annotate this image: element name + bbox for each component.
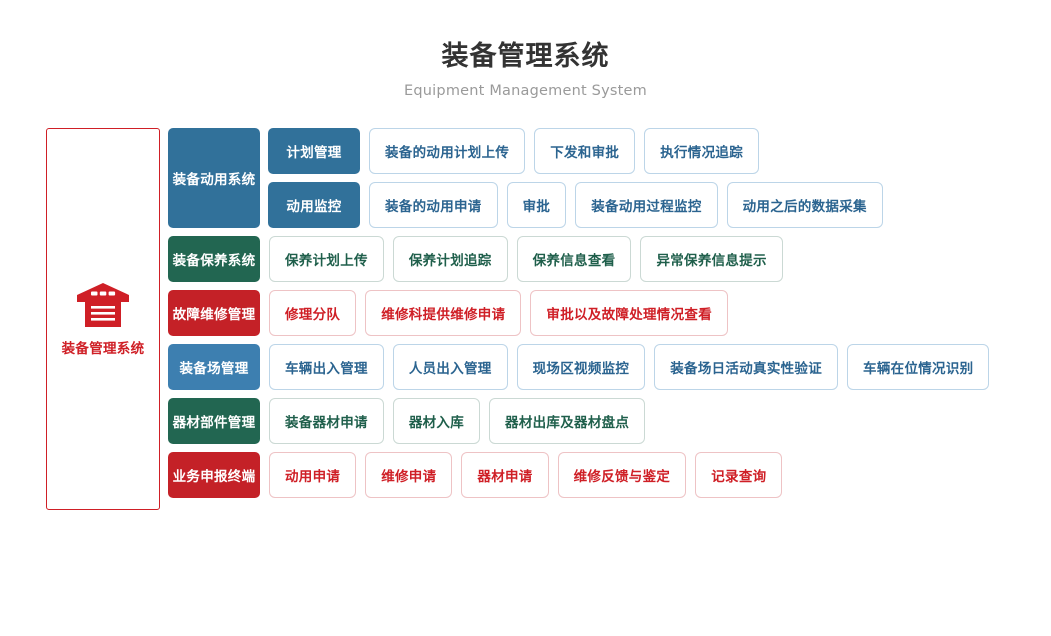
category-rows: 装备动用系统 计划管理 装备的动用计划上传 下发和审批 执行情况追踪 动用监控 … <box>168 128 1048 506</box>
item-button[interactable]: 器材入库 <box>392 398 481 444</box>
item-button[interactable]: 器材申请 <box>461 452 549 498</box>
item-button[interactable]: 保养计划上传 <box>269 236 384 282</box>
subcategory-label-dispatch-monitoring[interactable]: 动用监控 <box>268 182 360 228</box>
warehouse-icon <box>76 282 130 328</box>
item-button[interactable]: 异常保养信息提示 <box>640 236 783 282</box>
item-button[interactable]: 装备场日活动真实性验证 <box>654 344 839 390</box>
system-root-label: 装备管理系统 <box>61 340 145 357</box>
category-label-parts-management[interactable]: 器材部件管理 <box>168 398 260 444</box>
item-button[interactable]: 装备的动用申请 <box>369 182 498 228</box>
item-button[interactable]: 人员出入管理 <box>392 344 508 390</box>
item-button[interactable]: 审批以及故障处理情况查看 <box>530 290 729 336</box>
subcategory-label-plan-management[interactable]: 计划管理 <box>268 128 360 174</box>
subrow-group-equipment-dispatch: 计划管理 装备的动用计划上传 下发和审批 执行情况追踪 动用监控 装备的动用申请… <box>260 128 1048 228</box>
row-equipment-yard: 装备场管理 车辆出入管理 人员出入管理 现场区视频监控 装备场日活动真实性验证 … <box>168 344 1048 390</box>
item-list-equipment-maintenance: 保养计划上传 保养计划追踪 保养信息查看 异常保养信息提示 <box>260 236 783 282</box>
category-label-equipment-maintenance[interactable]: 装备保养系统 <box>168 236 260 282</box>
category-label-fault-repair[interactable]: 故障维修管理 <box>168 290 260 336</box>
item-button[interactable]: 器材出库及器材盘点 <box>489 398 646 444</box>
row-equipment-maintenance: 装备保养系统 保养计划上传 保养计划追踪 保养信息查看 异常保养信息提示 <box>168 236 1048 282</box>
subrow-plan-management: 计划管理 装备的动用计划上传 下发和审批 执行情况追踪 <box>260 128 1048 174</box>
row-equipment-dispatch: 装备动用系统 计划管理 装备的动用计划上传 下发和审批 执行情况追踪 动用监控 … <box>168 128 1048 228</box>
diagram-board: 装备管理系统 装备动用系统 计划管理 装备的动用计划上传 下发和审批 执行情况追… <box>0 128 1051 518</box>
row-business-declaration: 业务申报终端 动用申请 维修申请 器材申请 维修反馈与鉴定 记录查询 <box>168 452 1048 498</box>
item-button[interactable]: 动用申请 <box>269 452 357 498</box>
row-fault-repair: 故障维修管理 修理分队 维修科提供维修申请 审批以及故障处理情况查看 <box>168 290 1048 336</box>
item-button[interactable]: 车辆出入管理 <box>269 344 384 390</box>
item-list-equipment-yard: 车辆出入管理 人员出入管理 现场区视频监控 装备场日活动真实性验证 车辆在位情况… <box>260 344 990 390</box>
item-button[interactable]: 装备器材申请 <box>269 398 384 444</box>
subrow-dispatch-monitoring: 动用监控 装备的动用申请 审批 装备动用过程监控 动用之后的数据采集 <box>260 182 1048 228</box>
page-title: 装备管理系统 <box>441 41 610 72</box>
item-button[interactable]: 装备动用过程监控 <box>575 182 718 228</box>
system-root-panel[interactable]: 装备管理系统 <box>46 128 160 510</box>
item-list-fault-repair: 修理分队 维修科提供维修申请 审批以及故障处理情况查看 <box>260 290 729 336</box>
category-label-equipment-yard[interactable]: 装备场管理 <box>168 344 260 390</box>
item-button[interactable]: 记录查询 <box>695 452 783 498</box>
item-button[interactable]: 车辆在位情况识别 <box>847 344 990 390</box>
item-button[interactable]: 动用之后的数据采集 <box>726 182 883 228</box>
category-label-equipment-dispatch[interactable]: 装备动用系统 <box>168 128 260 228</box>
item-button[interactable]: 装备的动用计划上传 <box>369 128 526 174</box>
item-button[interactable]: 维修科提供维修申请 <box>365 290 522 336</box>
item-list-business-declaration: 动用申请 维修申请 器材申请 维修反馈与鉴定 记录查询 <box>260 452 783 498</box>
item-list-parts-management: 装备器材申请 器材入库 器材出库及器材盘点 <box>260 398 646 444</box>
category-label-business-declaration[interactable]: 业务申报终端 <box>168 452 260 498</box>
item-button[interactable]: 保养信息查看 <box>516 236 632 282</box>
item-list-dispatch-monitoring: 装备的动用申请 审批 装备动用过程监控 动用之后的数据采集 <box>360 182 883 228</box>
item-button[interactable]: 保养计划追踪 <box>392 236 508 282</box>
row-parts-management: 器材部件管理 装备器材申请 器材入库 器材出库及器材盘点 <box>168 398 1048 444</box>
item-button[interactable]: 下发和审批 <box>534 128 636 174</box>
item-button[interactable]: 修理分队 <box>269 290 357 336</box>
item-button[interactable]: 维修反馈与鉴定 <box>557 452 687 498</box>
page-subtitle: Equipment Management System <box>404 82 647 99</box>
page-header: 装备管理系统 Equipment Management System <box>0 0 1051 99</box>
item-button[interactable]: 执行情况追踪 <box>644 128 760 174</box>
item-button[interactable]: 审批 <box>506 182 567 228</box>
item-button[interactable]: 维修申请 <box>365 452 453 498</box>
item-list-plan-management: 装备的动用计划上传 下发和审批 执行情况追踪 <box>360 128 760 174</box>
item-button[interactable]: 现场区视频监控 <box>516 344 646 390</box>
